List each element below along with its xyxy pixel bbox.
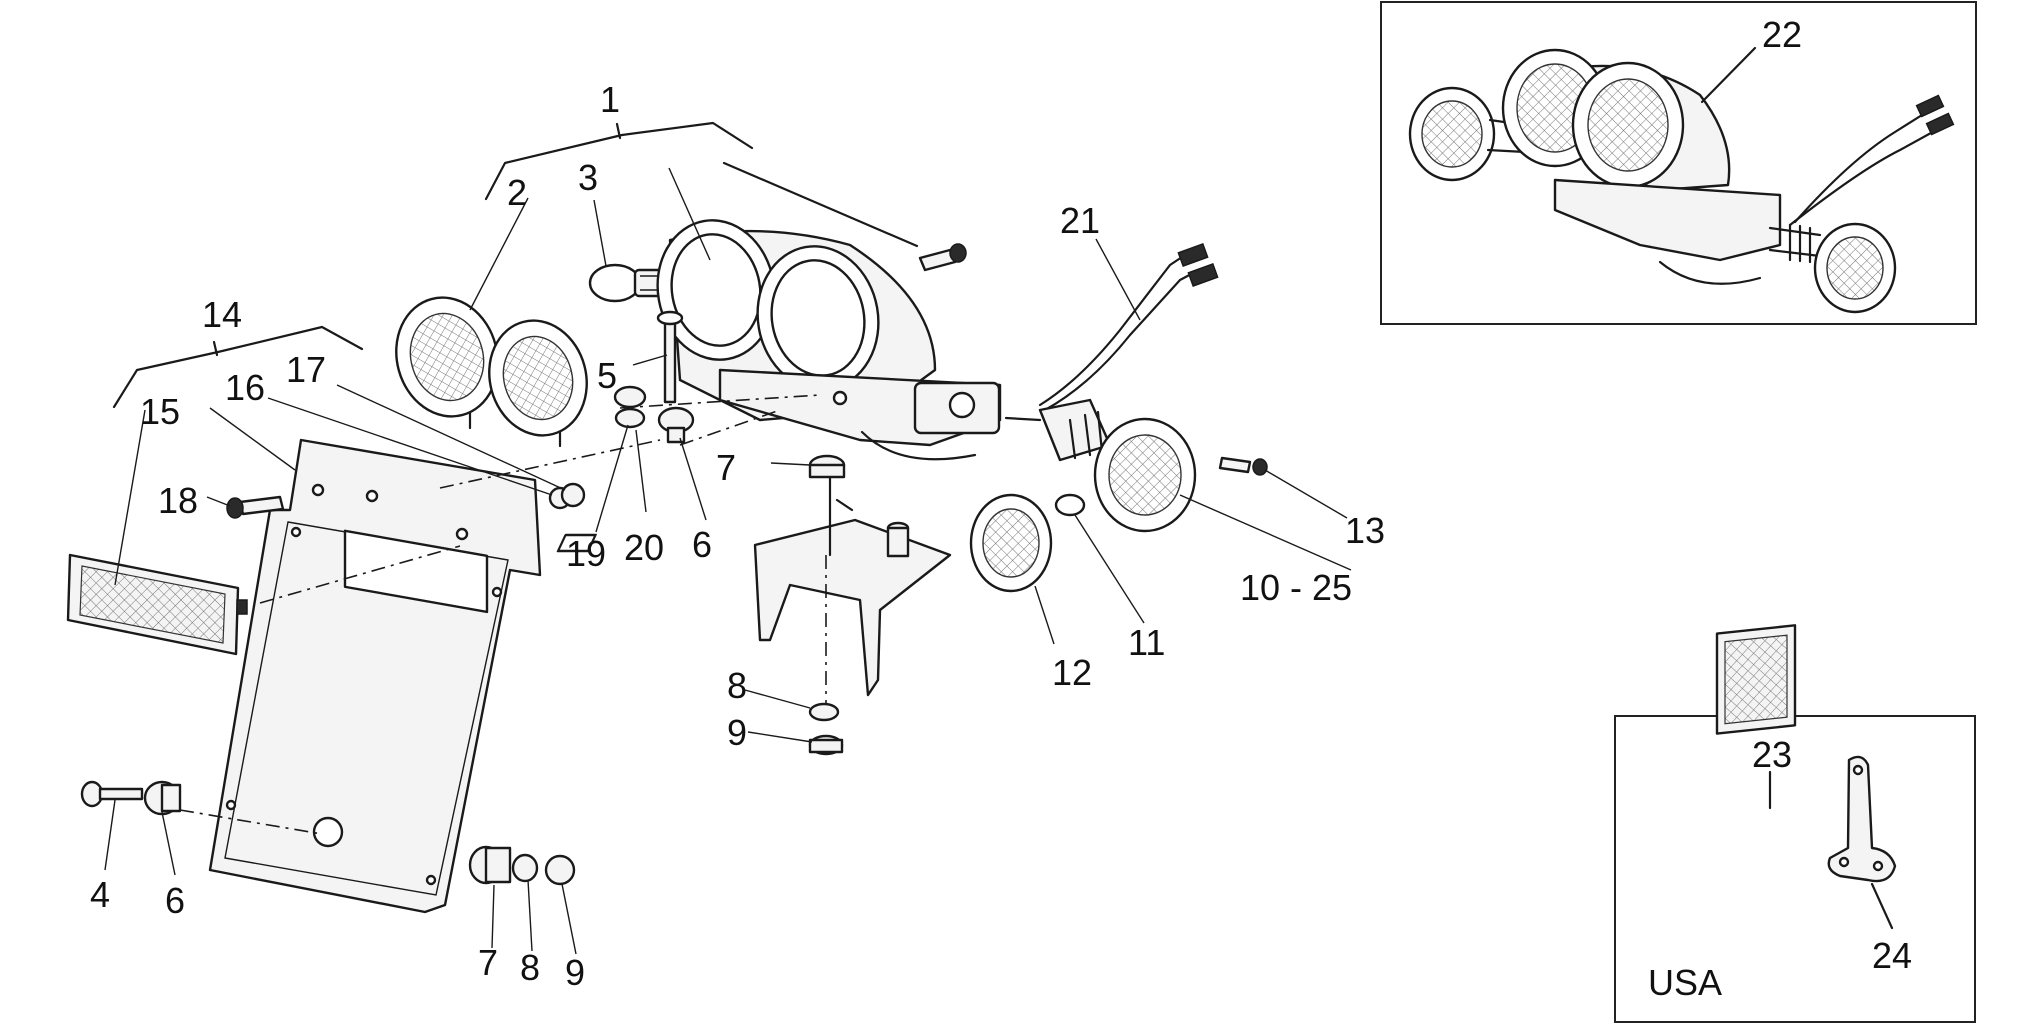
- leader-lines: [104, 167, 1352, 955]
- screw-18: [226, 495, 285, 519]
- inset-box-usa: [1614, 624, 1976, 1023]
- callout-6-bottom: 6: [165, 880, 185, 921]
- bracket-14: [112, 325, 364, 409]
- callout-9-top: 9: [727, 712, 747, 753]
- callout-22: 22: [1762, 14, 1802, 55]
- nut-washer-under: [808, 702, 844, 756]
- callout-3: 3: [578, 157, 598, 198]
- callout-23: 23: [1752, 734, 1792, 775]
- bracket-1: [484, 121, 754, 201]
- callout-5: 5: [597, 355, 617, 396]
- callout-7-bottom: 7: [478, 942, 498, 983]
- callout-16: 16: [225, 367, 265, 408]
- callout-12: 12: [1052, 652, 1092, 693]
- inset-box-assembly: [1380, 1, 1977, 325]
- callout-4: 4: [90, 874, 110, 915]
- callout-2: 2: [507, 172, 527, 213]
- lamp-housing: [656, 219, 1002, 461]
- callout-9-bottom: 9: [565, 952, 585, 993]
- callout-15: 15: [140, 391, 180, 432]
- callout-18: 18: [158, 480, 198, 521]
- bolt-spacer-bottom-left: [80, 780, 182, 816]
- callout-10-25: 10 - 25: [1240, 567, 1352, 608]
- callout-6-top: 6: [692, 524, 712, 565]
- screw-top: [722, 161, 967, 272]
- wiring: [1038, 243, 1219, 412]
- lamp-lenses: [395, 296, 588, 448]
- reflector: [66, 553, 248, 656]
- left-indicator: [969, 493, 1086, 593]
- callout-11: 11: [1128, 622, 1165, 663]
- callout-8-bottom: 8: [520, 947, 540, 988]
- callout-1: 1: [600, 79, 620, 120]
- callout-21: 21: [1060, 200, 1100, 241]
- callout-24: 24: [1872, 935, 1912, 976]
- callout-8-top: 8: [727, 665, 747, 706]
- callout-7-top: 7: [716, 447, 736, 488]
- callout-20: 20: [624, 527, 664, 568]
- callout-13: 13: [1345, 510, 1385, 551]
- nuts-16-17: [548, 482, 586, 510]
- right-indicator: [1004, 398, 1268, 533]
- under-bracket: [556, 454, 952, 697]
- callout-19: 19: [566, 533, 606, 574]
- alignment-lines: [179, 394, 827, 835]
- spacer-washer-nut-bottom: [468, 845, 576, 886]
- callout-17: 17: [286, 349, 326, 390]
- license-plate-holder: [208, 438, 542, 914]
- usa-label: USA: [1648, 962, 1722, 1003]
- callout-14: 14: [202, 294, 242, 335]
- callout-labels: 1 2 3 4 5 6 6 7 7 8 8 9 9 10 - 25 11 12 …: [90, 14, 1912, 1003]
